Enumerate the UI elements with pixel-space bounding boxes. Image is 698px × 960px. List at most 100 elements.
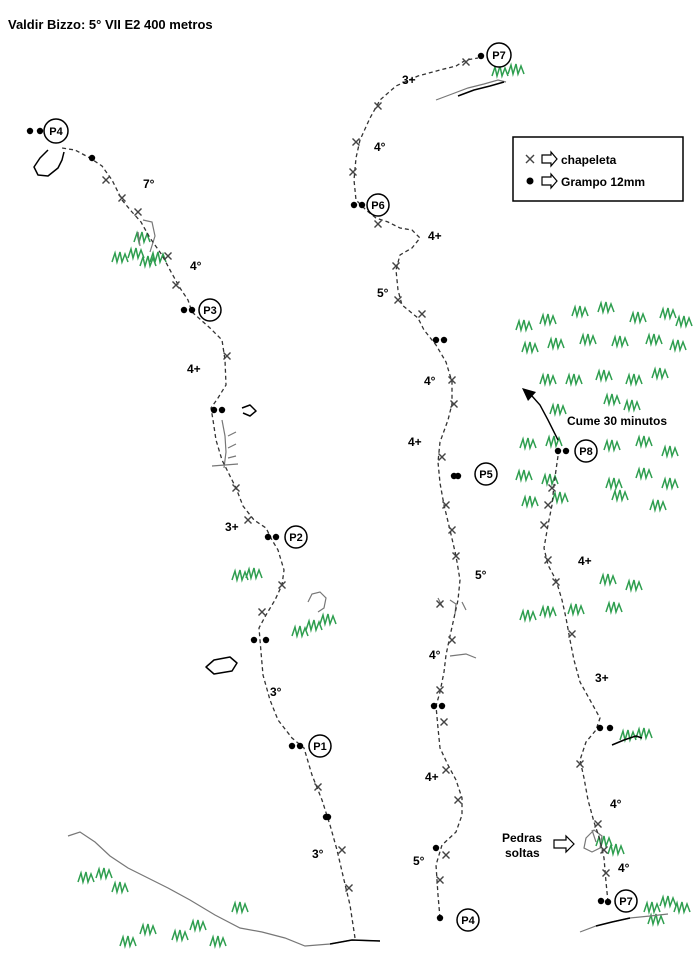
grades-middle-route: 5° 4+ 4° 5° 4+ 4° 5° 4+ 4° 3+ bbox=[374, 73, 487, 868]
anchor-marker bbox=[262, 636, 270, 644]
station-p5: P5 bbox=[474, 462, 498, 486]
grass-tuft bbox=[567, 602, 585, 617]
ledge-right-3plus bbox=[611, 735, 643, 746]
bolt-marker bbox=[576, 760, 584, 768]
grass-tuft bbox=[149, 250, 167, 265]
svg-text:P3: P3 bbox=[203, 305, 216, 317]
station-p4-middle: P4 bbox=[456, 908, 480, 932]
station-p1: P1 bbox=[308, 734, 332, 758]
grade-label: 3° bbox=[312, 847, 324, 861]
grade-label: 7° bbox=[143, 177, 155, 191]
boulder-middle bbox=[205, 656, 238, 675]
anchor-marker bbox=[288, 742, 296, 750]
station-p8: P8 bbox=[574, 439, 598, 463]
svg-text:P1: P1 bbox=[313, 741, 326, 753]
grass-tuft bbox=[539, 372, 557, 387]
route-cume-arrow-line bbox=[531, 395, 559, 441]
anchor-marker bbox=[432, 844, 440, 852]
grass-tuft bbox=[127, 246, 145, 261]
station-p7-bottom: P7 bbox=[614, 889, 638, 913]
station-p6: P6 bbox=[366, 193, 390, 217]
grass-tuft bbox=[139, 922, 157, 937]
topo-title: Valdir Bizzo: 5° VII E2 400 metros bbox=[8, 17, 213, 32]
grass-tuft bbox=[659, 306, 677, 321]
arrow-right-icon bbox=[541, 172, 558, 190]
grass-tuft bbox=[95, 866, 113, 881]
rock-under-p7-top bbox=[435, 79, 507, 101]
grass-tuft bbox=[579, 332, 597, 347]
bolt-marker bbox=[600, 846, 608, 854]
anchor-marker bbox=[450, 472, 458, 480]
bolt-marker bbox=[452, 552, 460, 560]
grass-tuft bbox=[603, 392, 621, 407]
bolt-marker bbox=[448, 636, 456, 644]
anchor-marker bbox=[438, 702, 446, 710]
anchor-marker bbox=[606, 724, 614, 732]
grade-label: 4° bbox=[618, 861, 630, 875]
grass-tuft bbox=[651, 366, 669, 381]
anchor-marker bbox=[562, 447, 570, 455]
anchor-marker bbox=[272, 533, 280, 541]
grass-tuft bbox=[515, 318, 533, 333]
grass-tuft bbox=[571, 304, 589, 319]
grass-tuft bbox=[515, 468, 533, 483]
anchor-marker bbox=[358, 201, 366, 209]
grass-tuft bbox=[319, 612, 337, 627]
grass-tuft bbox=[305, 618, 323, 633]
loose-rock-note-line2: soltas bbox=[505, 846, 540, 860]
svg-text:P4: P4 bbox=[461, 915, 475, 927]
grass-tuft bbox=[661, 444, 679, 459]
anchor-marker bbox=[554, 447, 562, 455]
grass-tuft bbox=[133, 230, 151, 245]
route-middle bbox=[353, 57, 479, 919]
anchor-marker bbox=[430, 702, 438, 710]
grass-tuft bbox=[623, 398, 641, 413]
station-p4-left: P4 bbox=[43, 118, 69, 144]
grass-tuft bbox=[629, 310, 647, 325]
grade-label: 5° bbox=[475, 568, 487, 582]
grade-label: 3+ bbox=[595, 671, 609, 685]
anchor-marker bbox=[596, 724, 604, 732]
grass-tuft bbox=[635, 434, 653, 449]
grade-label: 4° bbox=[190, 259, 202, 273]
grade-label: 4° bbox=[429, 648, 441, 662]
grass-tuft bbox=[171, 928, 189, 943]
vegetation bbox=[77, 62, 693, 949]
grass-tuft bbox=[541, 472, 559, 487]
svg-text:P5: P5 bbox=[479, 469, 492, 481]
bolt-markers bbox=[102, 58, 610, 892]
grass-tuft bbox=[645, 332, 663, 347]
svg-text:P6: P6 bbox=[371, 200, 384, 212]
bolt-marker bbox=[102, 176, 110, 184]
bolt-marker bbox=[352, 138, 360, 146]
grass-tuft bbox=[635, 466, 653, 481]
grass-tuft bbox=[521, 494, 539, 509]
arrow-right-icon bbox=[553, 834, 575, 854]
legend-bolt-label: chapeleta bbox=[561, 153, 617, 167]
svg-text:P2: P2 bbox=[289, 532, 302, 544]
bolt-marker bbox=[232, 484, 240, 492]
grass-tuft bbox=[611, 488, 629, 503]
grade-label: 4+ bbox=[578, 554, 592, 568]
grass-tuft bbox=[111, 880, 129, 895]
block-near-p3 bbox=[241, 404, 257, 417]
crack-under-p3 bbox=[211, 419, 239, 469]
anchor-symbol-icon bbox=[526, 177, 534, 185]
bolt-marker bbox=[164, 252, 172, 260]
bolt-marker bbox=[394, 296, 402, 304]
bolt-marker bbox=[418, 310, 426, 318]
grade-label: 3+ bbox=[225, 520, 239, 534]
anchor-marker bbox=[264, 533, 272, 541]
grade-label: 4+ bbox=[187, 362, 201, 376]
bolt-marker bbox=[544, 556, 552, 564]
bolt-marker bbox=[602, 869, 610, 877]
bolt-marker bbox=[338, 846, 346, 854]
anchor-marker bbox=[604, 898, 612, 906]
grade-label: 4+ bbox=[428, 229, 442, 243]
grades-right-route: 4° 4° 3+ 4+ bbox=[578, 554, 630, 875]
bolt-marker bbox=[436, 600, 444, 608]
grass-tuft bbox=[551, 490, 569, 505]
grass-tuft bbox=[659, 894, 677, 909]
bolt-marker bbox=[374, 102, 382, 110]
